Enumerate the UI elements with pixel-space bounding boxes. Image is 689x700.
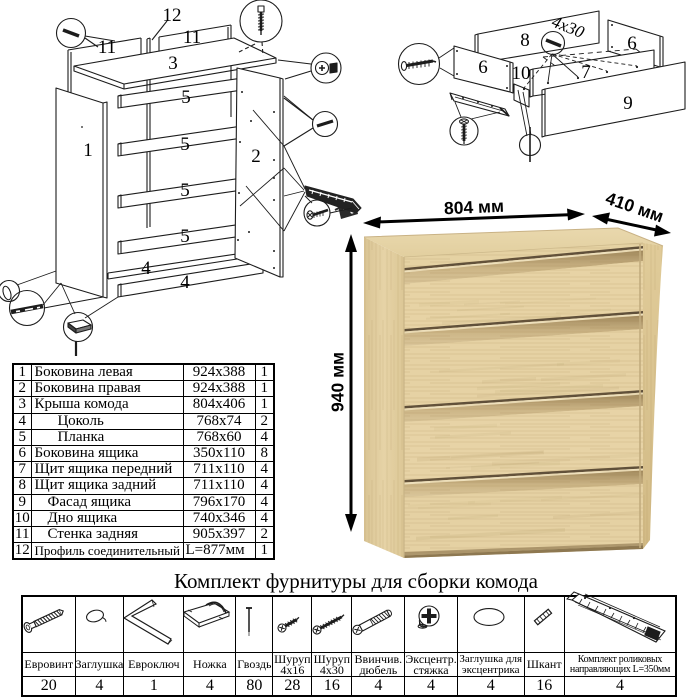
- svg-text:6: 6: [627, 33, 637, 54]
- svg-text:3: 3: [168, 53, 178, 74]
- svg-text:5: 5: [180, 134, 190, 155]
- svg-text:12: 12: [163, 5, 182, 26]
- svg-text:1: 1: [83, 140, 93, 161]
- svg-text:11: 11: [98, 37, 116, 58]
- svg-text:11: 11: [183, 27, 201, 48]
- svg-text:804 мм: 804 мм: [444, 196, 505, 219]
- svg-text:7: 7: [581, 62, 591, 83]
- svg-text:2: 2: [251, 146, 261, 167]
- svg-text:4: 4: [180, 272, 190, 293]
- svg-text:10: 10: [512, 63, 531, 84]
- svg-text:940 мм: 940 мм: [328, 352, 348, 412]
- svg-text:9: 9: [623, 93, 633, 114]
- svg-text:5: 5: [180, 180, 190, 201]
- svg-text:8: 8: [520, 30, 530, 51]
- svg-text:5: 5: [181, 87, 191, 108]
- svg-text:6: 6: [478, 57, 488, 78]
- svg-text:4: 4: [141, 258, 151, 279]
- svg-text:5: 5: [180, 226, 190, 247]
